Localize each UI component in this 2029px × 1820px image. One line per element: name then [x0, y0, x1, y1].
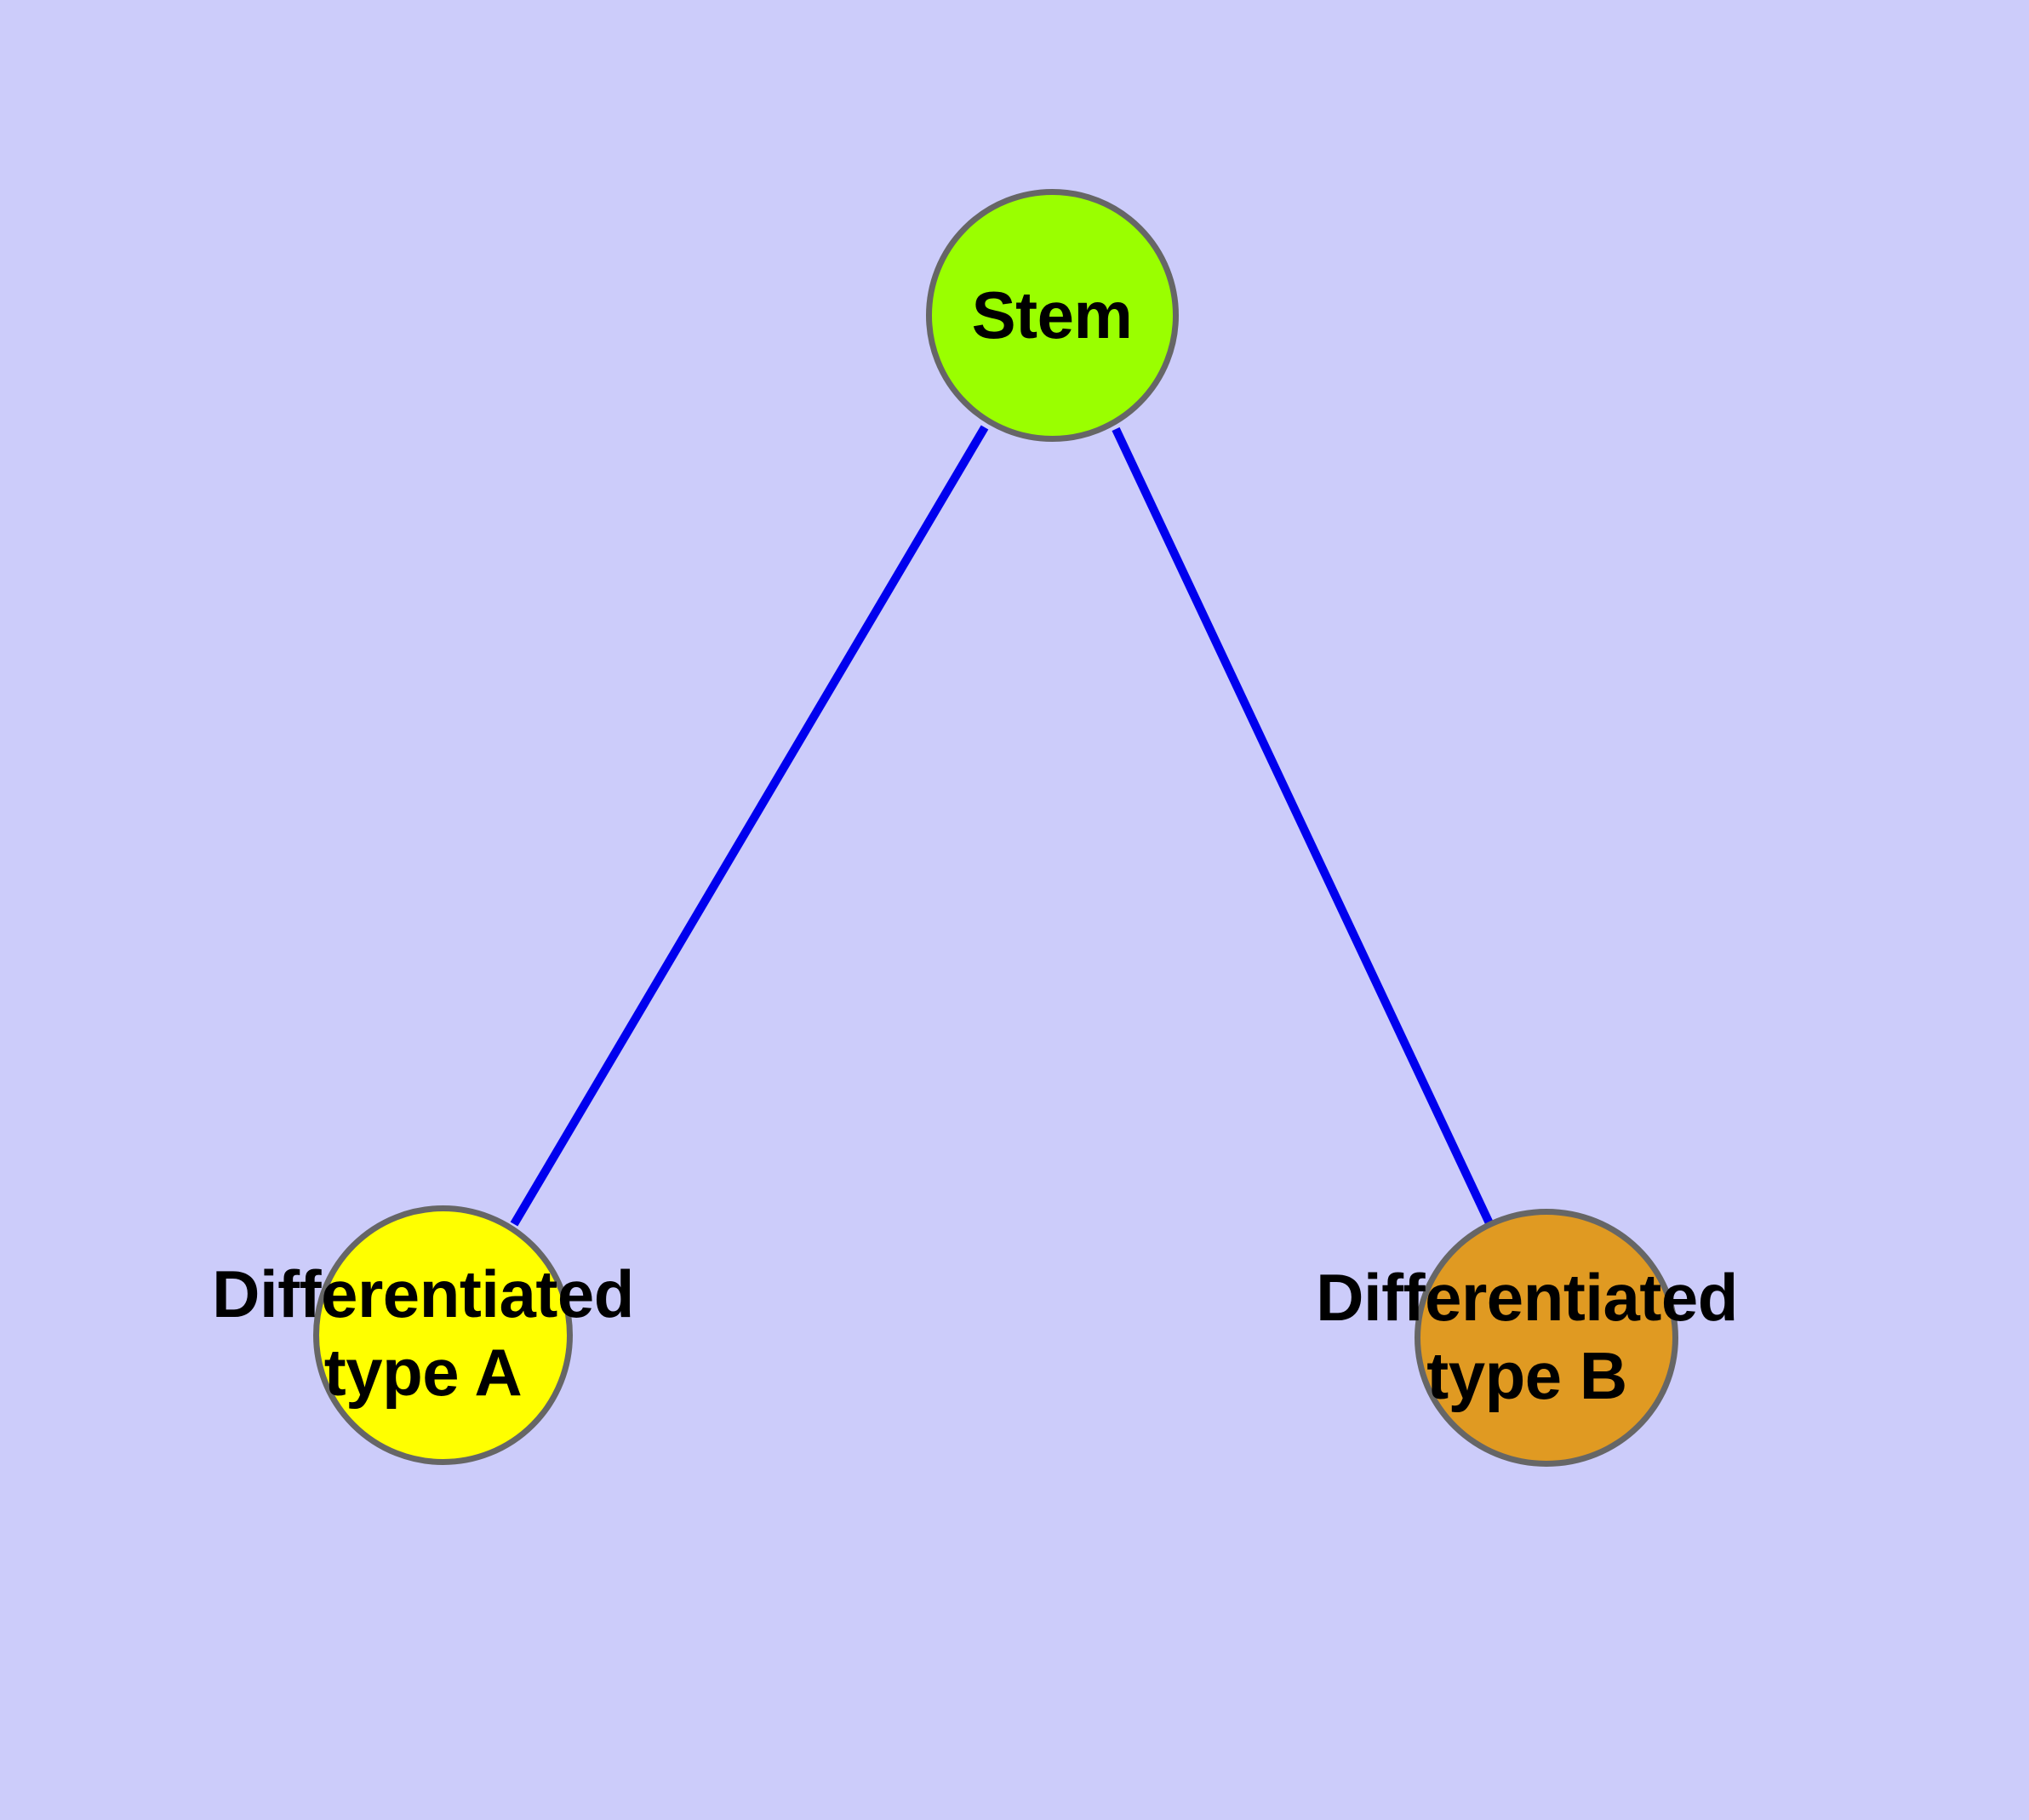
edge-stem-to-differentiated-type-b: [1112, 426, 1494, 1226]
node-differentiated-type-a[interactable]: [313, 1205, 573, 1465]
node-differentiated-type-b[interactable]: [1415, 1209, 1678, 1467]
node-stem[interactable]: [926, 189, 1179, 442]
edge-stem-to-differentiated-type-a: [510, 425, 989, 1227]
